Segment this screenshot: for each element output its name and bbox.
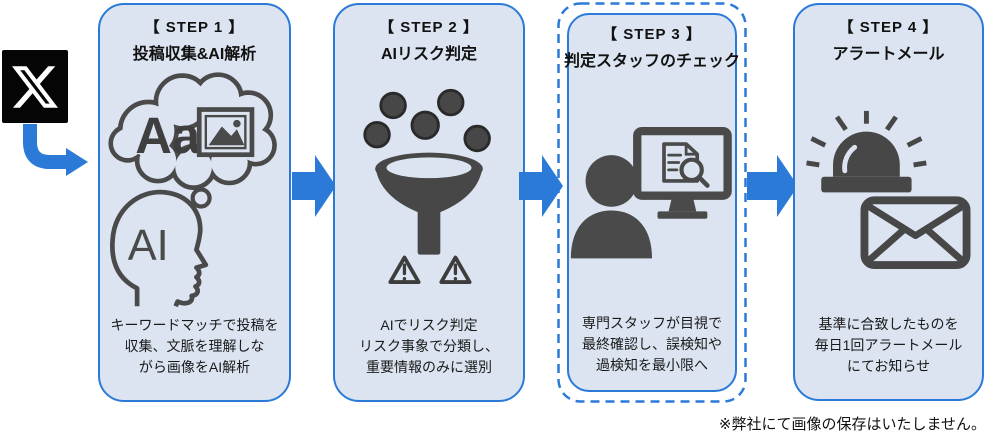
funnel-icon: [375, 152, 483, 255]
document-search-icon: [662, 142, 710, 188]
image-icon: [196, 106, 254, 157]
flow-arrow-icon: [292, 155, 336, 217]
step3-panel: 【 STEP 3 】 判定スタッフのチェック: [564, 13, 741, 392]
step2-title: AIリスク判定: [380, 46, 477, 63]
falling-balls-icon: [363, 88, 491, 153]
x-logo: [2, 50, 68, 123]
step1-panel: 【 STEP 1 】 投稿収集&AI解析 Aa: [98, 3, 291, 402]
step3-dashed-border: [557, 2, 747, 403]
step3-title: 判定スタッフのチェック: [564, 53, 741, 70]
envelope-icon: [860, 196, 970, 270]
monitor-icon: [633, 126, 732, 219]
elbow-arrow-icon: [23, 124, 88, 176]
footnote: ※弊社にて画像の保存はいたしません。: [718, 416, 986, 433]
step3-label: 【 STEP 3 】: [602, 26, 702, 43]
step2-icon-area: [335, 64, 523, 315]
flow-arrow-icon: [519, 155, 563, 217]
cloud-text: Aa: [135, 106, 201, 163]
step4-label: 【 STEP 4 】: [838, 19, 939, 36]
staff-person-icon: [570, 155, 652, 259]
step4-description: 基準に合致したものを 毎日1回アラートメール にてお知らせ: [814, 316, 963, 374]
siren-icon: [805, 110, 927, 193]
step1-description: キーワードマッチで投稿を 収集、文脈を理解しな がら画像をAI解析: [110, 317, 279, 375]
head-text: AI: [127, 222, 168, 270]
step3-icon-area: [569, 71, 735, 313]
alert-mail-icon: [805, 110, 970, 270]
step4-title: アラートメール: [832, 46, 945, 63]
thought-cloud-ai-icon: Aa AI: [107, 71, 277, 307]
step4-icon-area: [795, 64, 982, 314]
thought-cloud-icon: Aa: [107, 71, 277, 219]
step2-description: AIでリスク判定 リスク事象で分類し、 重要情報のみに選別: [359, 317, 499, 375]
step2-label: 【 STEP 2 】: [379, 19, 479, 36]
step1-title: 投稿収集&AI解析: [132, 46, 257, 63]
staff-check-icon: [570, 126, 732, 259]
step1-label: 【 STEP 1 】: [144, 19, 245, 36]
flow-arrow-icon: [747, 155, 798, 217]
ai-head-icon: AI: [109, 189, 208, 307]
step2-panel: 【 STEP 2 】 AIリスク判定: [333, 3, 525, 402]
siren-rays-icon: [805, 110, 927, 168]
step3-description: 専門スタッフが目視で 最終確認し、誤検知や 過検知を最小限へ: [582, 315, 722, 373]
warning-icon: [388, 255, 472, 284]
funnel-filter-icon: [363, 88, 491, 284]
x-logo-icon: [12, 65, 58, 108]
step4-panel: 【 STEP 4 】 アラートメール: [793, 3, 984, 401]
step1-icon-area: Aa AI: [100, 64, 289, 315]
